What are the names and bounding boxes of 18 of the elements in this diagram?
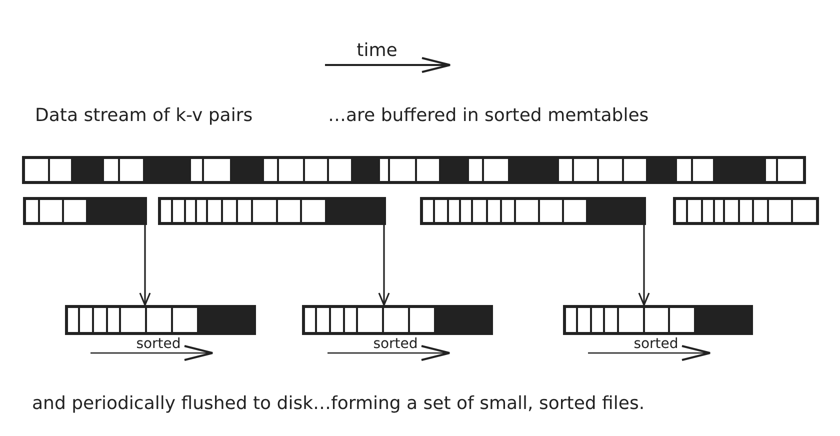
memtable-bar [23, 197, 147, 225]
sorted-file-bar [65, 305, 256, 335]
arrow [638, 225, 650, 306]
sorted-label: sorted [136, 336, 181, 352]
flush-caption: and periodically flushed to disk…forming a set of small, sorted files. [32, 393, 645, 414]
sorted-label: sorted [373, 336, 418, 352]
stream-caption: Data stream of k-v pairs [35, 105, 253, 126]
arrow [378, 225, 390, 306]
sorted-file-bar [302, 305, 493, 335]
data-stream-bar [22, 156, 806, 184]
arrow [139, 225, 151, 306]
sorted-file-bar [563, 305, 753, 335]
memtable-bar [673, 197, 819, 225]
memtable-caption: …are buffered in sorted memtables [328, 105, 649, 126]
memtable-bar [420, 197, 646, 225]
time-label: time [356, 40, 398, 61]
memtable-bar [158, 197, 386, 225]
sorted-label: sorted [634, 336, 678, 352]
